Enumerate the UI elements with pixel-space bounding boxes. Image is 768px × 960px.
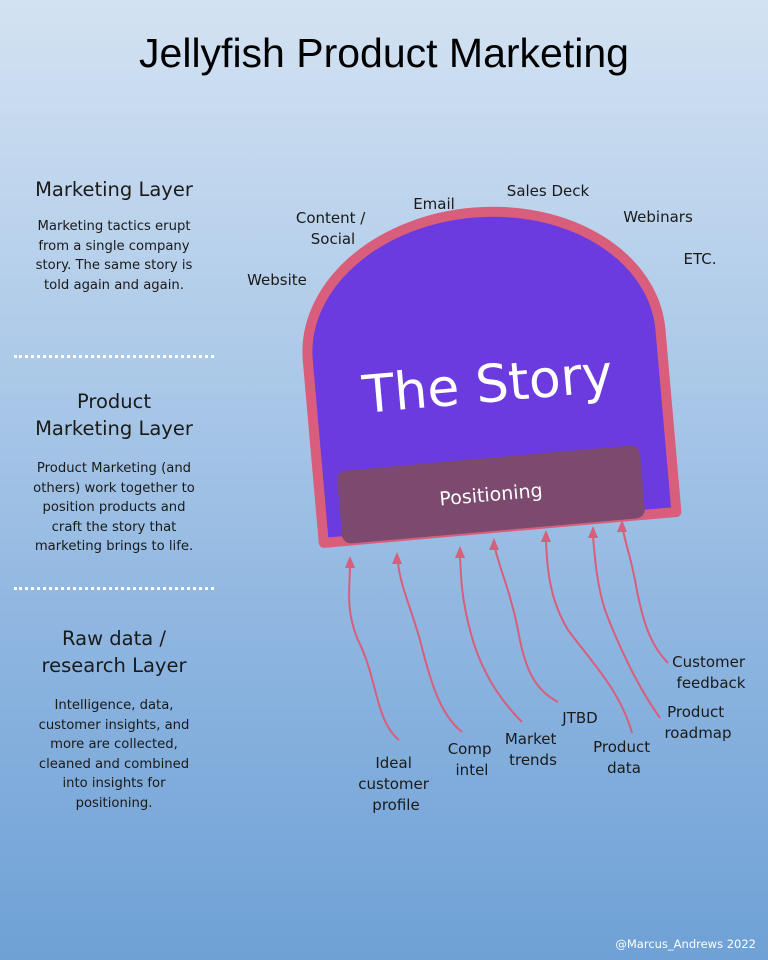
input-label-comp-intel: Comp intel — [448, 740, 497, 779]
tentacle-market-trends — [459, 555, 523, 723]
text-line: others) work together to — [33, 480, 195, 496]
text-line: customer insights, and — [38, 717, 190, 733]
arrow-up-icon — [489, 538, 499, 550]
input-label-product-data: Product data — [593, 738, 655, 777]
raw-data-layer-description: Intelligence, data, customer insights, a… — [14, 696, 214, 813]
text-line: story. The same story is — [35, 258, 193, 273]
arrow-up-icon — [541, 530, 551, 542]
input-label-product-roadmap: Product roadmap — [664, 703, 731, 742]
credit-text: @Marcus_Andrews 2022 — [615, 937, 756, 951]
arrow-up-icon — [588, 526, 598, 538]
raw-data-layer-heading: Raw data / research Layer — [14, 625, 214, 679]
heading-line: Raw data / — [62, 627, 166, 650]
marketing-layer-section: Marketing Layer Marketing tactics erupt … — [14, 176, 214, 295]
tactic-label-sales-deck: Sales Deck — [507, 182, 590, 200]
tactic-label-website: Website — [247, 271, 307, 289]
raw-data-layer-section: Raw data / research Layer Intelligence, … — [14, 625, 214, 813]
text-line: Marketing tactics erupt — [37, 219, 191, 234]
text-line: from a single company — [38, 238, 190, 254]
text-line: more are collected, — [50, 737, 178, 752]
layer-divider — [14, 355, 214, 358]
heading-line: Marketing Layer — [35, 178, 193, 201]
tentacle-customer-feedback — [622, 529, 669, 664]
product-marketing-layer-section: Product Marketing Layer Product Marketin… — [14, 388, 214, 557]
tentacles — [345, 520, 669, 741]
product-marketing-layer-description: Product Marketing (and others) work toge… — [14, 459, 214, 557]
layer-divider — [14, 587, 214, 590]
input-label-jtbd: JTBD — [561, 709, 597, 727]
marketing-layer-description: Marketing tactics erupt from a single co… — [14, 217, 214, 295]
heading-line: Product — [76, 390, 152, 413]
heading-line: research Layer — [41, 654, 187, 677]
text-line: position products and — [42, 500, 186, 515]
text-line: positioning. — [75, 795, 153, 811]
tentacle-product-data — [545, 539, 633, 734]
arrow-up-icon — [345, 556, 355, 568]
arrow-up-icon — [617, 520, 627, 532]
arrow-up-icon — [392, 552, 402, 564]
marketing-tactics: Website Content / Social Email Sales Dec… — [247, 182, 716, 289]
tactic-label-etc: ETC. — [683, 250, 716, 268]
text-line: Product Marketing (and — [36, 461, 192, 476]
text-line: cleaned and combined — [38, 756, 190, 772]
arrow-up-icon — [455, 546, 465, 558]
positioning-bar: Positioning — [337, 445, 645, 544]
input-label-customer-feedback: Customer feedback — [672, 653, 750, 692]
text-line: craft the story that — [51, 519, 177, 535]
text-line: into insights for — [62, 776, 166, 791]
product-marketing-layer-heading: Product Marketing Layer — [14, 388, 214, 442]
tentacle-ideal-customer-profile — [348, 565, 400, 741]
text-line: marketing brings to life. — [34, 539, 194, 554]
tactic-label-email: Email — [413, 195, 455, 213]
tactic-label-content-social: Content / Social — [296, 209, 370, 248]
input-label-ideal-customer-profile: Ideal customer profile — [358, 754, 433, 814]
tentacle-comp-intel — [397, 561, 463, 733]
text-line: Intelligence, data, — [54, 698, 174, 713]
tactic-label-webinars: Webinars — [623, 208, 693, 226]
positioning-bar-shape — [337, 445, 645, 544]
marketing-layer-heading: Marketing Layer — [14, 176, 214, 203]
input-labels: Ideal customer profile Comp intel Market… — [358, 653, 750, 814]
tentacle-product-roadmap — [592, 535, 661, 719]
input-label-market-trends: Market trends — [505, 730, 561, 769]
page-title: Jellyfish Product Marketing — [139, 30, 629, 76]
tentacle-jtbd — [494, 547, 559, 703]
heading-line: Marketing Layer — [35, 417, 193, 440]
text-line: told again and again. — [44, 277, 184, 293]
